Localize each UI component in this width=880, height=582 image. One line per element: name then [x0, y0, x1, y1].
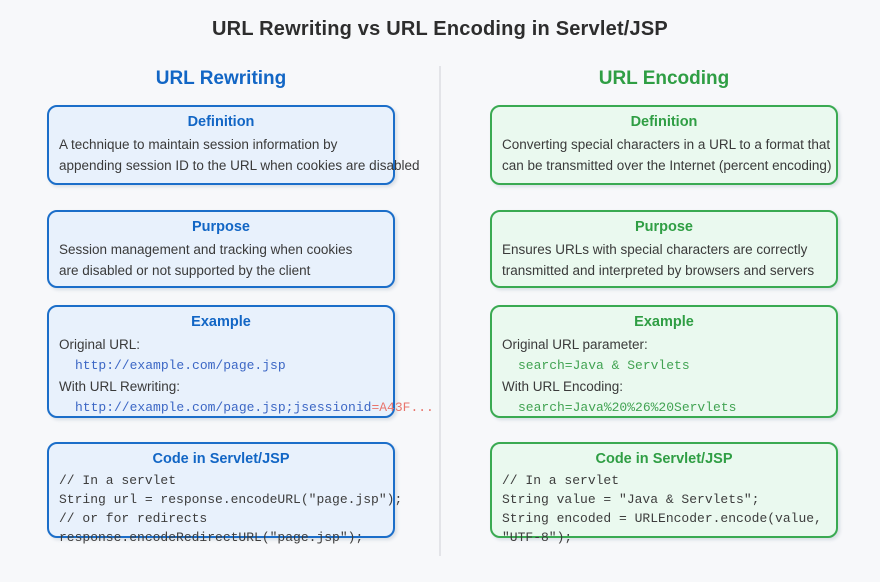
rewriting-example-label2: With URL Rewriting:	[59, 379, 181, 394]
encoding-definition-line1: Converting special characters in a URL t…	[502, 137, 831, 152]
rewriting-code-title: Code in Servlet/JSP	[152, 451, 290, 467]
rewriting-code-line: // In a servlet	[59, 473, 177, 488]
encoding-example-label2: With URL Encoding:	[502, 379, 624, 394]
rewriting-definition-line1: A technique to maintain session informat…	[59, 137, 338, 152]
encoding-example-title: Example	[634, 314, 694, 330]
rewriting-definition-line2: appending session ID to the URL when coo…	[59, 158, 420, 173]
encoding-purpose-box: Purpose Ensures URLs with special charac…	[490, 210, 838, 288]
rewriting-definition-box: Definition A technique to maintain sessi…	[47, 105, 420, 185]
encoding-example-box: Example Original URL parameter: search=J…	[490, 305, 838, 418]
rewriting-example-title: Example	[191, 314, 251, 330]
encoding-code-line: // In a servlet	[502, 473, 620, 488]
column-divider	[439, 66, 441, 556]
rewriting-purpose-title: Purpose	[191, 219, 250, 235]
rewriting-purpose-line2: are disabled or not supported by the cli…	[59, 263, 311, 278]
encoding-code-box: Code in Servlet/JSP // In a servlet Stri…	[490, 442, 838, 545]
rewriting-example-box: Example Original URL: http://example.com…	[47, 305, 434, 418]
encoding-purpose-title: Purpose	[634, 219, 693, 235]
encoding-definition-title: Definition	[630, 114, 698, 130]
encoding-purpose-line2: transmitted and interpreted by browsers …	[502, 263, 815, 278]
encoding-purpose-line1: Ensures URLs with special characters are…	[502, 242, 808, 257]
encoding-code-title: Code in Servlet/JSP	[595, 451, 733, 467]
rewriting-code-box: Code in Servlet/JSP // In a servlet Stri…	[47, 442, 403, 545]
page-title: URL Rewriting vs URL Encoding in Servlet…	[212, 18, 668, 40]
rewriting-example-label1: Original URL:	[59, 337, 141, 352]
encoding-example-original-param: search=Java & Servlets	[518, 358, 690, 373]
encoding-code-line: "UTF-8");	[502, 530, 573, 545]
rewriting-code-line: String url = response.encodeURL("page.js…	[59, 492, 403, 507]
rewriting-code-line: // or for redirects	[59, 511, 208, 526]
rewritten-url-base: http://example.com/page.jsp;jsessionid	[75, 400, 372, 415]
encoding-definition-box: Definition Converting special characters…	[490, 105, 838, 185]
rewriting-example-original-url: http://example.com/page.jsp	[75, 358, 286, 373]
encoding-code-line: String encoded = URLEncoder.encode(value…	[502, 511, 822, 526]
encoding-example-encoded-param: search=Java%20%26%20Servlets	[518, 400, 737, 415]
rewriting-purpose-box: Purpose Session management and tracking …	[47, 210, 395, 288]
right-column-header: URL Encoding	[598, 68, 730, 89]
rewriting-example-rewritten-url: http://example.com/page.jsp;jsessionid=A…	[59, 397, 434, 418]
rewriting-code-line: response.encodeRedirectURL("page.jsp");	[59, 530, 364, 545]
left-column-header: URL Rewriting	[155, 68, 287, 89]
rewritten-url-sessionid: =A43F...	[371, 400, 434, 415]
encoding-code-line: String value = "Java & Servlets";	[502, 492, 760, 507]
encoding-example-label1: Original URL parameter:	[502, 337, 648, 352]
encoding-definition-line2: can be transmitted over the Internet (pe…	[502, 158, 832, 173]
rewriting-purpose-line1: Session management and tracking when coo…	[59, 242, 353, 257]
rewriting-definition-title: Definition	[187, 114, 255, 130]
